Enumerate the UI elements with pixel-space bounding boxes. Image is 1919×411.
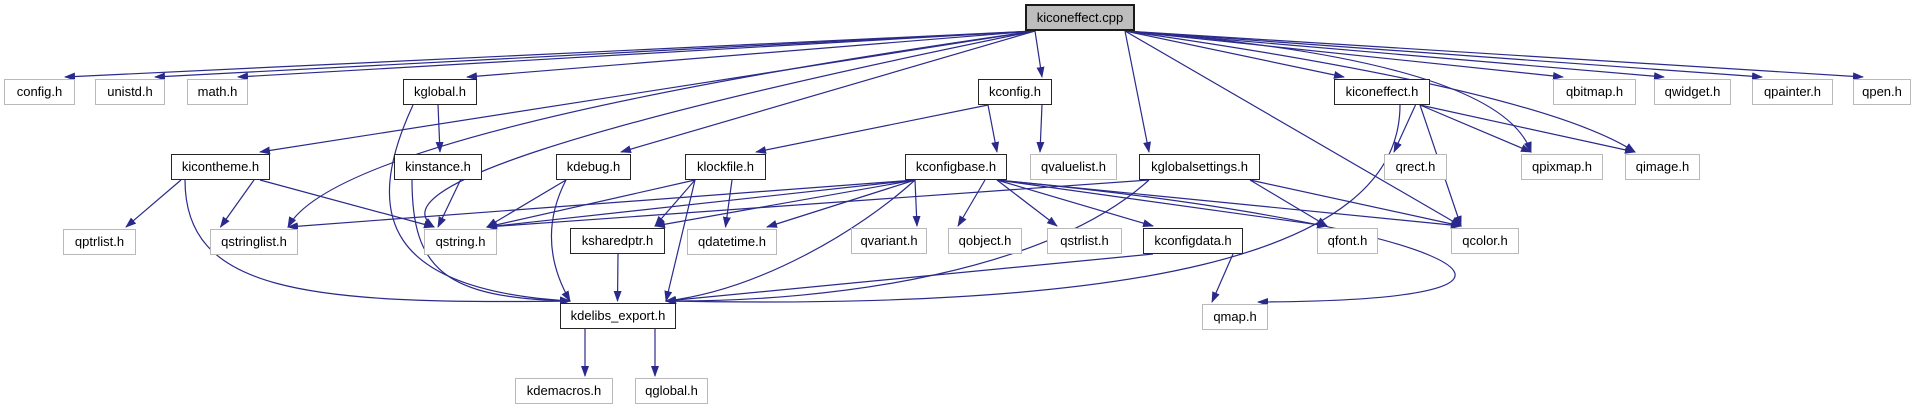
- edge-kiconeffect_cpp-to-qwidget_h: [1124, 30, 1665, 81]
- edge-kiconeffect_cpp-to-config_h: [64, 30, 1036, 81]
- node-qpixmap-h: qpixmap.h: [1521, 154, 1603, 180]
- edge-kiconeffect_cpp-to-unistd_h: [154, 30, 1036, 81]
- edge-kglobal_h-to-kdelibs_export_h: [388, 104, 571, 305]
- node-kconfigbase-h[interactable]: kconfigbase.h: [905, 154, 1007, 180]
- edge-kconfigdata_h-to-qmap_h: [1211, 253, 1234, 303]
- edge-kiconeffect_cpp-to-kicontheme_h: [259, 30, 1036, 155]
- node-kdelibs-export-h[interactable]: kdelibs_export.h: [560, 303, 676, 329]
- node-unistd-h: unistd.h: [95, 79, 165, 105]
- edge-kglobal_h-to-kinstance_h: [435, 104, 444, 153]
- edge-klockfile_h-to-ksharedptr_h: [654, 179, 696, 227]
- node-klockfile-h[interactable]: klockfile.h: [685, 154, 766, 180]
- edge-kconfigbase_h-to-qfont_h: [996, 179, 1328, 229]
- node-qvariant-h: qvariant.h: [851, 228, 927, 254]
- edge-kicontheme_h-to-qstring_h: [259, 179, 435, 229]
- node-kicontheme-h[interactable]: kicontheme.h: [171, 154, 270, 180]
- edge-kconfigbase_h-to-kdelibs_export_h: [665, 179, 916, 304]
- node-qstring-h: qstring.h: [424, 229, 497, 255]
- edge-kiconeffect_cpp-to-kglobalsettings_h: [1124, 30, 1151, 153]
- edge-ksharedptr_h-to-kdelibs_export_h: [613, 253, 622, 302]
- edge-kiconeffect_cpp-to-qpainter_h: [1124, 30, 1763, 81]
- edge-kconfigdata_h-to-kdelibs_export_h: [665, 253, 1154, 305]
- edge-kiconeffect_h-to-kdelibs_export_h: [665, 104, 1401, 306]
- node-qstrlist-h: qstrlist.h: [1047, 228, 1122, 254]
- node-kiconeffect-cpp: kiconeffect.cpp: [1025, 4, 1135, 31]
- node-qimage-h: qimage.h: [1625, 154, 1700, 180]
- node-qwidget-h: qwidget.h: [1654, 79, 1731, 105]
- node-kconfig-h[interactable]: kconfig.h: [978, 79, 1052, 105]
- edge-kiconeffect_cpp-to-qbitmap_h: [1124, 30, 1564, 80]
- node-kdemacros-h: kdemacros.h: [515, 378, 613, 404]
- edge-kinstance_h-to-qstring_h: [437, 179, 462, 228]
- edge-klockfile_h-to-kdelibs_export_h: [664, 179, 696, 302]
- edge-kiconeffect_cpp-to-qcolor_h: [1124, 30, 1462, 227]
- edge-klockfile_h-to-qstring_h: [486, 179, 696, 229]
- edge-kconfigbase_h-to-qmap_h: [996, 179, 1456, 306]
- edge-kiconeffect_cpp-to-kiconeffect_h: [1124, 30, 1345, 79]
- edge-kconfig_h-to-klockfile_h: [755, 104, 989, 154]
- edge-kinstance_h-to-kdelibs_export_h: [411, 179, 571, 305]
- node-qglobal-h: qglobal.h: [635, 378, 708, 404]
- edge-kiconeffect_cpp-to-qpixmap_h: [1124, 30, 1532, 153]
- edge-kiconeffect_cpp-to-kglobal_h: [466, 30, 1036, 81]
- edge-kconfigbase_h-to-qstrlist_h: [996, 179, 1058, 227]
- edge-kdebug_h-to-qstring_h: [486, 179, 567, 228]
- node-qvaluelist-h: qvaluelist.h: [1030, 154, 1117, 180]
- edge-kglobalsettings_h-to-qfont_h: [1249, 179, 1328, 227]
- edge-kconfig_h-to-qvaluelist_h: [1036, 104, 1045, 153]
- edge-kdebug_h-to-kdelibs_export_h: [550, 179, 571, 302]
- edge-kconfigbase_h-to-kconfigdata_h: [996, 179, 1154, 228]
- node-kglobal-h[interactable]: kglobal.h: [403, 79, 477, 105]
- edge-kconfigbase_h-to-ksharedptr_h: [654, 179, 916, 229]
- node-math-h: math.h: [187, 79, 248, 105]
- edge-kglobalsettings_h-to-qcolor_h: [1249, 179, 1462, 228]
- node-kconfigdata-h[interactable]: kconfigdata.h: [1143, 228, 1243, 254]
- node-qrect-h: qrect.h: [1384, 154, 1447, 180]
- node-qptrlist-h: qptrlist.h: [63, 229, 136, 255]
- edge-kconfigbase_h-to-qstring_h: [486, 179, 916, 230]
- edge-kicontheme_h-to-qstringlist_h: [219, 179, 255, 228]
- edge-kiconeffect_h-to-qimage_h: [1419, 104, 1636, 154]
- edge-kconfig_h-to-kconfigbase_h: [987, 104, 1000, 153]
- node-kglobalsettings-h[interactable]: kglobalsettings.h: [1139, 154, 1260, 180]
- node-qobject-h: qobject.h: [948, 228, 1022, 254]
- edge-klockfile_h-to-qdatetime_h: [722, 179, 733, 228]
- edge-kiconeffect_cpp-to-kdebug_h: [620, 30, 1036, 154]
- edge-kconfigbase_h-to-qvariant_h: [912, 179, 921, 227]
- node-qmap-h: qmap.h: [1202, 304, 1268, 330]
- edge-kiconeffect_cpp-to-math_h: [237, 30, 1036, 81]
- node-qbitmap-h: qbitmap.h: [1553, 79, 1636, 105]
- edge-kglobalsettings_h-to-qstring_h: [486, 179, 1150, 231]
- edge-kiconeffect_cpp-to-qstringlist_h: [287, 30, 1036, 228]
- edge-kicontheme_h-to-qptrlist_h: [125, 179, 182, 228]
- node-qdatetime-h: qdatetime.h: [687, 229, 777, 255]
- edge-kiconeffect_cpp-to-qstring_h: [423, 30, 1036, 228]
- node-config-h: config.h: [4, 79, 75, 105]
- edge-kconfigbase_h-to-qstringlist_h: [287, 179, 916, 231]
- node-kinstance-h[interactable]: kinstance.h: [394, 154, 482, 180]
- edge-kiconeffect_cpp-to-qimage_h: [1124, 30, 1636, 153]
- edge-kconfigbase_h-to-qobject_h: [957, 179, 986, 227]
- edge-kiconeffect_h-to-qpixmap_h: [1419, 104, 1532, 153]
- node-qstringlist-h: qstringlist.h: [210, 229, 298, 255]
- edge-kicontheme_h-to-kdelibs_export_h: [184, 179, 571, 306]
- edge-kconfigbase_h-to-qdatetime_h: [766, 179, 916, 228]
- edge-kiconeffect_cpp-to-kconfig_h: [1034, 30, 1045, 78]
- node-kiconeffect-h[interactable]: kiconeffect.h: [1334, 79, 1430, 105]
- node-kdebug-h[interactable]: kdebug.h: [556, 154, 631, 180]
- edge-kiconeffect_h-to-qrect_h: [1393, 104, 1417, 153]
- node-qpen-h: qpen.h: [1853, 79, 1911, 105]
- node-qfont-h: qfont.h: [1317, 228, 1378, 254]
- node-qcolor-h: qcolor.h: [1451, 228, 1519, 254]
- node-qpainter-h: qpainter.h: [1752, 79, 1833, 105]
- node-ksharedptr-h[interactable]: ksharedptr.h: [570, 228, 665, 254]
- edge-kiconeffect_cpp-to-qpen_h: [1124, 30, 1864, 81]
